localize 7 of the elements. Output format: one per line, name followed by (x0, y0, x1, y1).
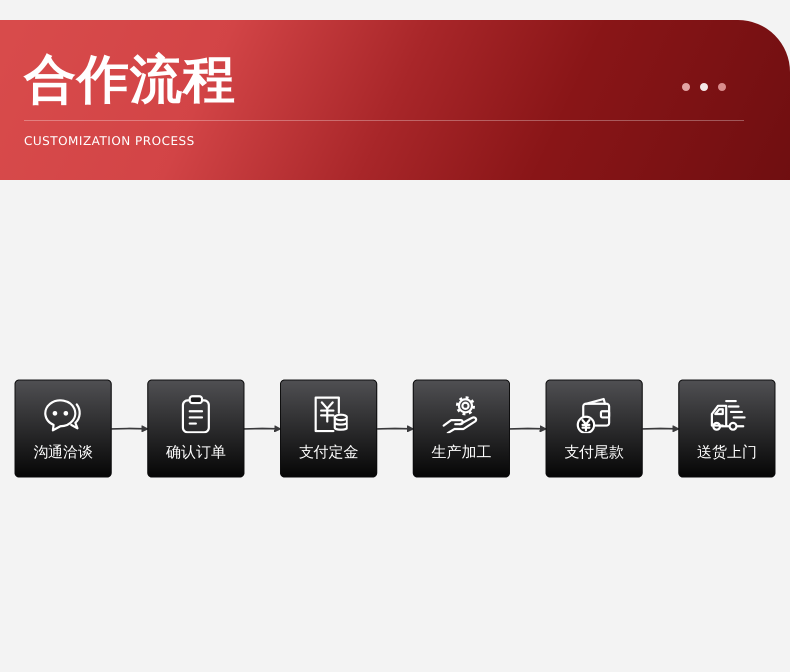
arrow (642, 426, 680, 433)
arrow (510, 426, 547, 433)
subtitle: CUSTOMIZATION PROCESS (24, 133, 195, 149)
arrow (112, 426, 148, 433)
arrow (244, 426, 282, 433)
page-title: 合作流程 (24, 49, 236, 112)
arrow (377, 426, 414, 433)
